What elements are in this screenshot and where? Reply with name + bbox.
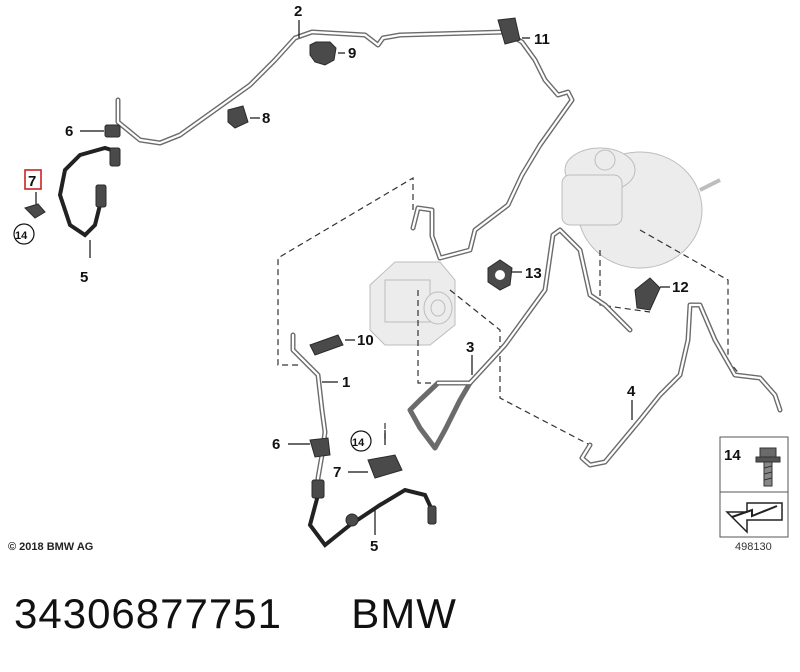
bolt-icon [755, 447, 781, 487]
brake-pipe-2 [115, 29, 575, 261]
part-clip-10 [309, 334, 355, 356]
highlight-box-7 [24, 169, 42, 190]
part-number: 34306877751 [14, 590, 282, 637]
callout-13: 13 [525, 265, 542, 282]
brake-pipe-1 [290, 332, 328, 493]
part-bracket-6-upper [80, 124, 121, 138]
callout-circle-14a [13, 223, 35, 245]
part-clip-8 [227, 105, 260, 129]
legend-callout-14: 14 [724, 447, 741, 464]
callout-14-lower: 14 [352, 437, 365, 449]
part-bracket-7-lower [348, 454, 403, 479]
callout-14-upper: 14 [15, 230, 28, 242]
callout-12: 12 [672, 279, 689, 296]
callout-2: 2 [294, 3, 302, 20]
legend-box: 14 [719, 436, 789, 538]
callout-7-lower: 7 [333, 464, 341, 481]
callout-3: 3 [466, 339, 474, 356]
callout-5-left: 5 [80, 269, 88, 286]
assembly-dashed-lines [277, 176, 741, 446]
part-bracket-12 [634, 277, 670, 311]
callout-1: 1 [342, 374, 350, 391]
arrow-icon [725, 502, 783, 534]
callout-7-upper: 7 [28, 173, 36, 190]
callout-6-upper: 6 [65, 123, 73, 140]
brake-pipe-4 [579, 302, 783, 468]
callout-6-lower: 6 [272, 436, 280, 453]
callout-8: 8 [262, 110, 270, 127]
callout-10: 10 [357, 332, 374, 349]
callout-circle-14b [350, 430, 372, 452]
brake-booster-illustration [561, 147, 721, 269]
callout-9: 9 [348, 45, 356, 62]
callout-5-lower: 5 [370, 538, 378, 555]
part-number-caption: 34306877751 BMW [14, 590, 457, 638]
brake-hose-5-left [57, 145, 121, 258]
callout-leaders [298, 20, 633, 445]
part-bracket-6-lower [288, 437, 331, 458]
part-clip-9 [309, 41, 345, 66]
copyright-text: © 2018 BMW AG [8, 541, 94, 553]
part-bracket-7-upper [24, 192, 46, 219]
callout-11: 11 [534, 31, 550, 48]
brake-pipe-3 [407, 227, 633, 451]
diagram-reference-number: 498130 [735, 541, 772, 553]
brake-hose-5-lower [307, 479, 437, 548]
brand-name: BMW [351, 590, 457, 637]
abs-unit-illustration [369, 261, 456, 346]
callout-4: 4 [627, 383, 636, 400]
part-clip-13 [487, 259, 522, 291]
part-bracket-11 [497, 17, 530, 45]
